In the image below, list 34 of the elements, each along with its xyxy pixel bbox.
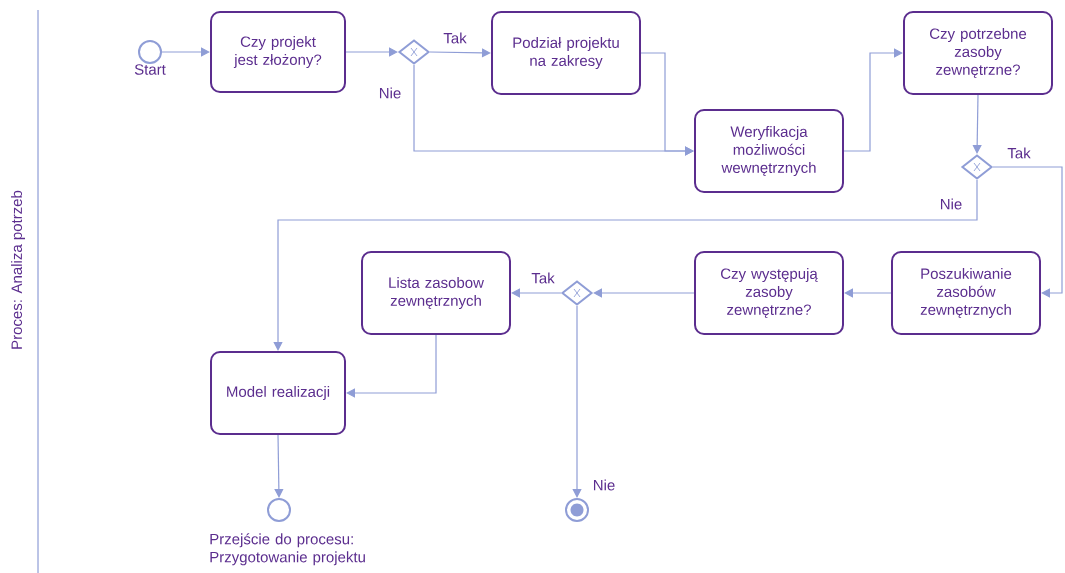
edge-label: Nie (377, 86, 403, 100)
event-circle (138, 40, 162, 64)
task-box: Weryfikacja możliwości wewnętrznych (694, 109, 844, 193)
task-box: Czy występują zasoby zewnętrzne? (694, 251, 844, 335)
arrow (429, 48, 491, 58)
event-label: Przejście do procesu: Przygotowanie projektu (210, 533, 365, 566)
arrow (593, 288, 695, 298)
end-event-circle (565, 498, 589, 522)
task-box: Czy projekt jest złożony? (210, 11, 346, 93)
edge-label: Nie (938, 197, 964, 211)
task-box: Podział projektu na zakresy (491, 11, 641, 95)
arrow (345, 47, 398, 57)
edge-label: Tak (1006, 146, 1032, 160)
arrow (992, 166, 1063, 298)
arrow (161, 47, 210, 57)
arrow (572, 305, 582, 498)
task-box: Lista zasobow zewnętrznych (361, 251, 511, 335)
task-box: Poszukiwanie zasobów zewnętrznych (891, 251, 1041, 335)
task-box: Czy potrzebne zasoby zewnętrzne? (903, 11, 1053, 95)
arrow (273, 179, 978, 351)
arrow (972, 94, 982, 154)
arrow (274, 434, 284, 498)
edge-label: Nie (591, 478, 617, 492)
arrow (640, 52, 694, 156)
arrow (843, 48, 903, 152)
event-circle (267, 498, 291, 522)
task-box: Model realizacji (210, 351, 346, 435)
arrow (844, 288, 892, 298)
event-label: Start (134, 64, 166, 75)
arrow (346, 334, 437, 398)
edge-label: Tak (442, 31, 468, 45)
arrow (511, 288, 562, 298)
lane-label: Proces: Analiza potrzeb (11, 190, 25, 349)
edge-label: Tak (530, 271, 556, 285)
